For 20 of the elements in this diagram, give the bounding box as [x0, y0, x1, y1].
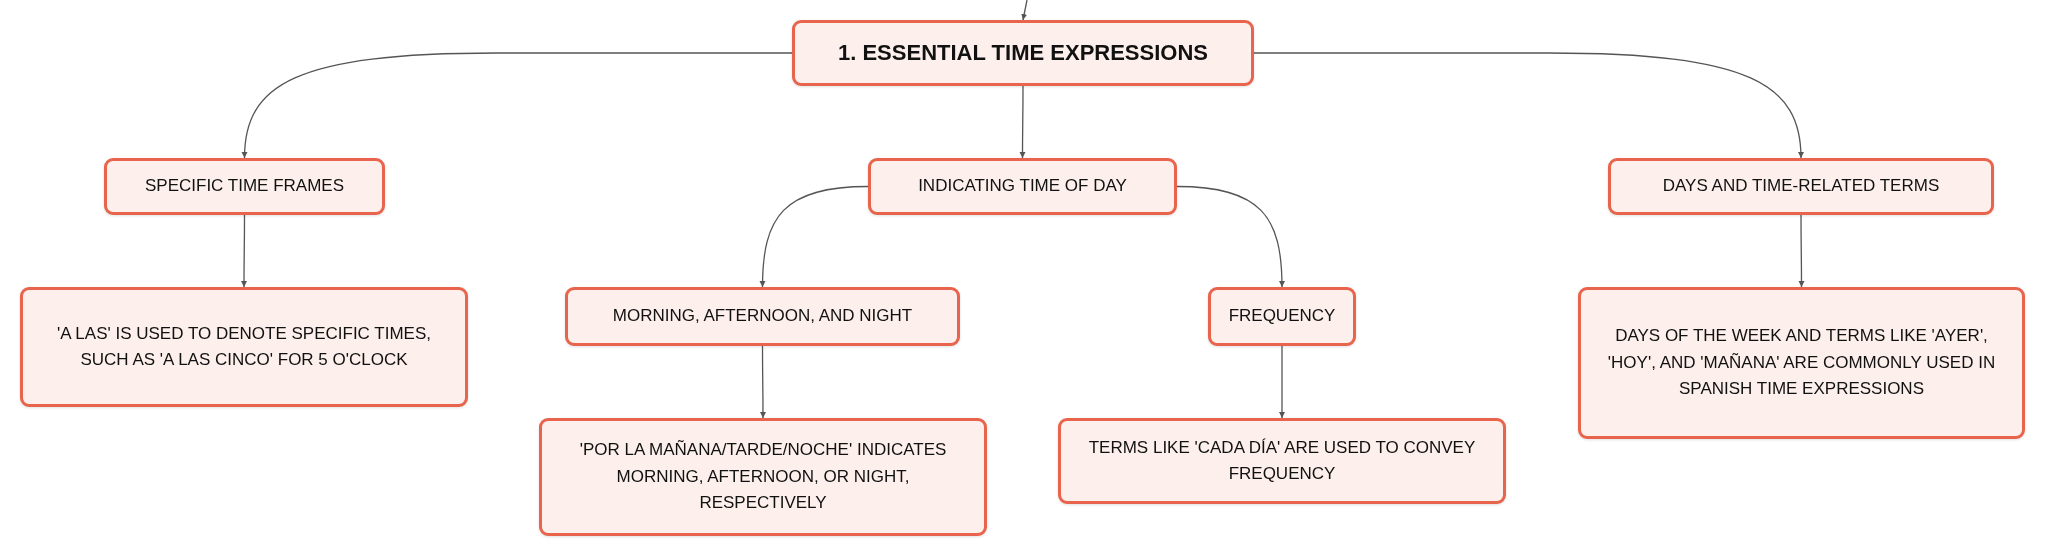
connector-arrow [241, 214, 247, 288]
connector-arrow [1279, 345, 1285, 419]
connector-arrow [760, 345, 766, 419]
connector-arrow [759, 185, 869, 288]
connector-arrow [1021, 0, 1028, 21]
concept-box: 'POR LA MAÑANA/TARDE/NOCHE' INDICATES MORNING, AFTERNOON, OR NIGHT, RESPECTIVELY [539, 418, 987, 536]
connector-arrow [241, 52, 793, 159]
concept-box: DAYS AND TIME-RELATED TERMS [1608, 158, 1994, 215]
concept-box: SPECIFIC TIME FRAMES [104, 158, 385, 215]
concept-box: INDICATING TIME OF DAY [868, 158, 1177, 215]
connector-arrow [1019, 85, 1026, 159]
connector-arrow [1798, 214, 1805, 288]
concept-box: 'A LAS' IS USED TO DENOTE SPECIFIC TIMES, SUCH AS 'A LAS CINCO' FOR 5 O'CLOCK [20, 287, 468, 407]
concept-box: MORNING, AFTERNOON, AND NIGHT [565, 287, 960, 346]
connector-arrow [1253, 52, 1804, 159]
concept-box: DAYS OF THE WEEK AND TERMS LIKE 'AYER', 'HOY', AND 'MAÑANA' ARE COMMONLY USED IN SPANISH TIME EXPRESSIONS [1578, 287, 2025, 439]
topic-box: 1. ESSENTIAL TIME EXPRESSIONS [792, 20, 1254, 86]
concept-box: FREQUENCY [1208, 287, 1356, 346]
connector-arrow [1176, 185, 1285, 288]
concept-box: TERMS LIKE 'CADA DÍA' ARE USED TO CONVEY FREQUENCY [1058, 418, 1506, 504]
